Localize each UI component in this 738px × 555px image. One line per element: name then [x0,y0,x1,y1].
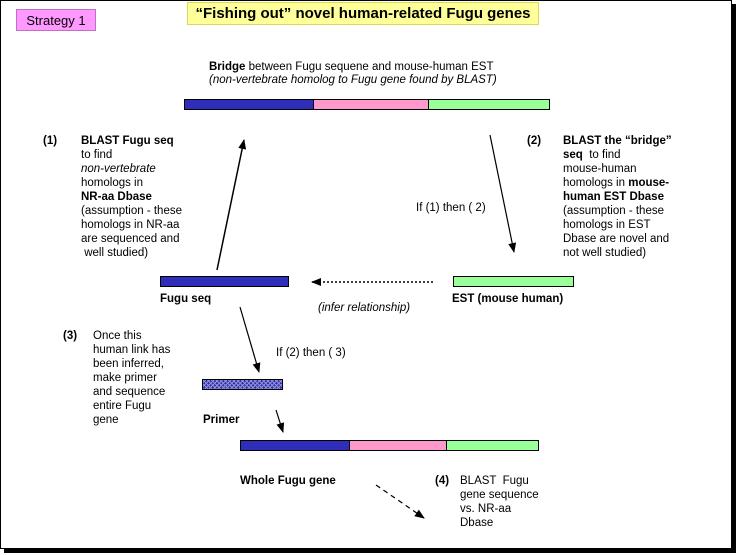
step2-line: homologs in mouse- [563,177,669,191]
step2-seq-bold: seq [563,149,583,161]
step1-line: homologs in [81,177,144,189]
step3-line: human link has [93,344,171,356]
step4-line: vs. NR-aa [460,503,512,515]
step2-line: seq to find [563,149,621,163]
whole-gene-bar-green [446,440,539,451]
step3-line: make primer [93,372,157,384]
arrow-gene-to-blast [375,484,425,519]
diagram-title: “Fishing out” novel human-related Fugu g… [187,2,539,25]
bridge-rest: between Fugu sequene and mouse-human EST [245,61,494,73]
step2-line: human EST Dbase [563,191,664,203]
step2-line: Dbase are novel and [563,233,670,245]
step3-number: (3) [63,330,78,342]
step1-line: BLAST Fugu seq [81,135,174,147]
arrow-fugu-to-primer [239,306,261,373]
strategy-label: Strategy 1 [16,9,96,31]
step2-line: (assumption - these [563,205,664,217]
step1-line: to find [81,149,113,161]
step1-line: NR-aa Dbase [81,191,152,203]
step1-line: non-vertebrate [81,163,156,175]
fugu-seq-label: Fugu seq [160,293,212,305]
bridge-caption-line2: (non-vertebrate homolog to Fugu gene fou… [209,74,497,86]
step2-line: homologs in EST [563,219,651,231]
est-label: EST (mouse human) [452,293,564,305]
step1-number: (1) [43,135,58,147]
step4-line: BLAST Fugu [460,475,529,487]
step4-line: gene sequence [460,489,539,501]
step1-line: well studied) [81,247,149,259]
arrow-primer-to-gene [275,409,285,433]
step3-line: entire Fugu [93,400,152,412]
step2-line: BLAST the “bridge” [563,135,672,147]
primer-label: Primer [203,414,240,426]
step3-line: and sequence [93,386,166,398]
step2-number: (2) [527,135,542,147]
step3-line: gene [93,414,119,426]
step3-line: Once this [93,330,142,342]
if-1-then-2-label: If (1) then ( 2) [416,202,486,214]
step2-homologs-in: homologs in [563,177,629,189]
if-2-then-3-label: If (2) then ( 3) [276,347,346,359]
fugu-seq-bar [160,276,289,287]
bridge-bar-green [428,99,550,110]
step3-line: been inferred, [93,358,164,370]
step2-mouse-bold: mouse- [628,177,670,189]
step1-line: (assumption - these [81,205,182,217]
step2-to-find: to find [582,149,621,161]
bridge-bold: Bridge [209,61,246,73]
infer-relationship-label: (infer relationship) [318,302,411,314]
whole-gene-label: Whole Fugu gene [240,475,336,487]
step4-line: Dbase [460,517,494,529]
arrow-fugu-to-bridge [216,139,247,271]
primer-bar [202,379,283,390]
arrow-bridge-to-est [489,134,517,253]
est-bar [453,276,574,287]
step2-line: not well studied) [563,247,647,259]
step1-line: homologs in NR-aa [81,219,180,231]
bridge-caption: Bridge between Fugu sequene and mouse-hu… [209,61,493,75]
step4-number: (4) [435,475,450,487]
step2-line: mouse-human [563,163,637,175]
step1-line: are sequenced and [81,233,180,245]
